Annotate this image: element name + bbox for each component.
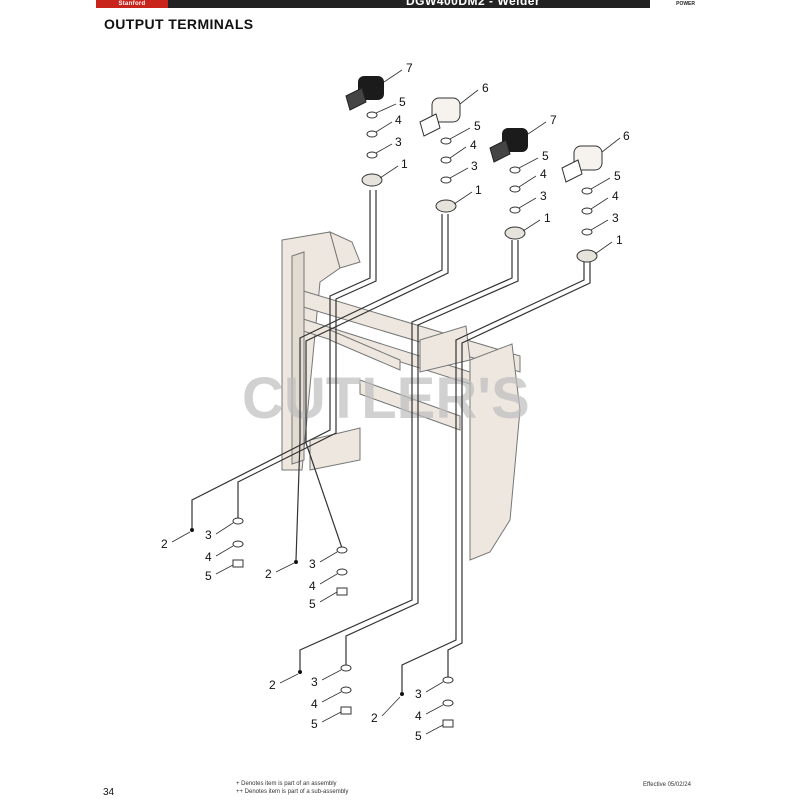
callout-1: 1 bbox=[401, 157, 408, 171]
watermark-text: CUTLER'S bbox=[242, 366, 530, 431]
callout-2: 2 bbox=[265, 567, 272, 581]
callout-3: 3 bbox=[540, 189, 547, 203]
callout-3: 3 bbox=[309, 557, 316, 571]
callout-1: 1 bbox=[616, 233, 623, 247]
callout-5: 5 bbox=[205, 569, 212, 583]
terminal-assembly-1 bbox=[345, 76, 384, 187]
callout-3: 3 bbox=[395, 135, 402, 149]
callout-2: 2 bbox=[269, 678, 276, 692]
footnote-sub-assembly: ++ Denotes item is part of a sub-assembl… bbox=[236, 789, 349, 795]
header-title: DGW400DM2 - Welder bbox=[406, 0, 541, 8]
callout-3: 3 bbox=[471, 159, 478, 173]
callout-5: 5 bbox=[311, 717, 318, 731]
callout-5: 5 bbox=[399, 95, 406, 109]
lug-ends bbox=[190, 528, 404, 696]
callout-3: 3 bbox=[311, 675, 318, 689]
callout-4: 4 bbox=[415, 709, 422, 723]
header-bar: DGW400DM2 - Welder bbox=[96, 0, 698, 8]
callout-4: 4 bbox=[612, 189, 619, 203]
brand-logo: Stanford bbox=[96, 0, 168, 8]
callout-4: 4 bbox=[540, 167, 547, 181]
callout-3: 3 bbox=[612, 211, 619, 225]
callout-3: 3 bbox=[205, 528, 212, 542]
exploded-view-diagram: CUTLER'S bbox=[161, 61, 630, 743]
callout-5: 5 bbox=[614, 169, 621, 183]
hardware-stack-1 bbox=[232, 517, 244, 568]
hardware-stack-2 bbox=[336, 546, 348, 596]
callout-5: 5 bbox=[474, 119, 481, 133]
footnotes: + Denotes item is part of an assembly ++… bbox=[236, 780, 348, 796]
callout-7: 7 bbox=[550, 113, 557, 127]
footnote-assembly: + Denotes item is part of an assembly bbox=[236, 781, 337, 787]
callout-1: 1 bbox=[544, 211, 551, 225]
power-logo-text: POWER bbox=[676, 1, 695, 7]
callout-4: 4 bbox=[311, 697, 318, 711]
hardware-stack-3 bbox=[340, 664, 352, 715]
section-title: OUTPUT TERMINALS bbox=[104, 16, 254, 32]
callout-6: 6 bbox=[623, 129, 630, 143]
callout-5: 5 bbox=[542, 149, 549, 163]
terminal-assembly-3 bbox=[489, 128, 528, 240]
callout-1: 1 bbox=[475, 183, 482, 197]
callout-2: 2 bbox=[161, 537, 168, 551]
power-logo: POWER bbox=[650, 0, 698, 8]
leader-lines bbox=[171, 69, 621, 735]
effective-date: Effective 05/02/24 bbox=[643, 782, 691, 788]
callout-2: 2 bbox=[371, 711, 378, 725]
callout-4: 4 bbox=[395, 113, 402, 127]
terminal-assembly-2 bbox=[419, 97, 461, 213]
callout-4: 4 bbox=[205, 550, 212, 564]
callout-5: 5 bbox=[415, 729, 422, 743]
welder-frame bbox=[281, 231, 521, 561]
callout-6: 6 bbox=[482, 81, 489, 95]
callout-4: 4 bbox=[309, 579, 316, 593]
brand-logo-text: Stanford bbox=[118, 1, 146, 7]
hardware-stack-4 bbox=[442, 676, 454, 728]
terminal-assembly-4 bbox=[561, 145, 603, 263]
callout-3: 3 bbox=[415, 687, 422, 701]
cable-runs bbox=[191, 190, 591, 692]
callout-7: 7 bbox=[406, 61, 413, 75]
callout-4: 4 bbox=[470, 138, 477, 152]
page-number: 34 bbox=[103, 787, 115, 798]
callout-5: 5 bbox=[309, 597, 316, 611]
